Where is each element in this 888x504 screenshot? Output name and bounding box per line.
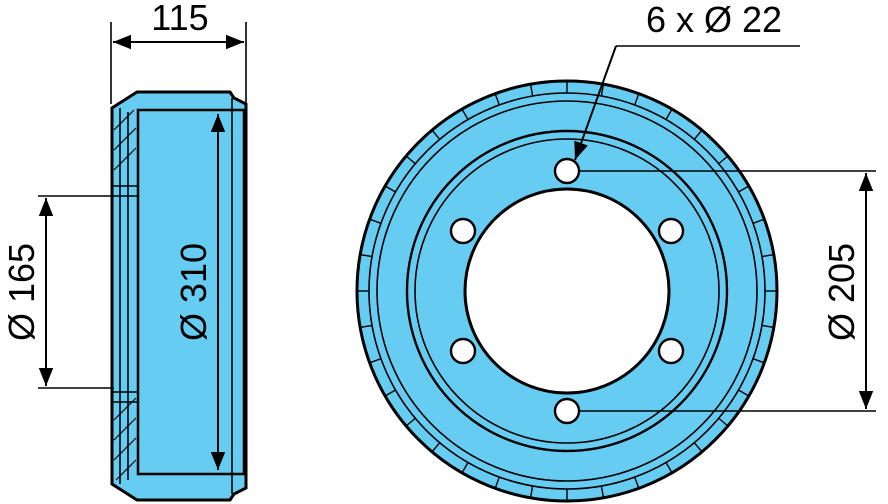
rim-notch [600, 84, 605, 97]
center-bore [463, 187, 671, 395]
braking-surface-ring [405, 129, 729, 453]
dim-width-label: 115 [151, 0, 208, 38]
bolt-hole [657, 337, 685, 365]
dim-bolt-circle-label: Ø 205 [821, 243, 862, 341]
rim-notch [529, 84, 534, 97]
rim-notch [718, 155, 729, 165]
drum-inner-cavity [136, 108, 246, 476]
dim-hub-diameter-label: Ø 165 [1, 243, 42, 341]
rim-notch [405, 417, 416, 427]
rim-notch [384, 389, 396, 397]
dim-bolt-holes-label: 6 x Ø 22 [646, 0, 782, 40]
rim-notch [529, 485, 534, 498]
rim-notch [494, 476, 500, 489]
rim-notch [461, 108, 469, 120]
rim-notch [461, 462, 469, 474]
rim-notch [761, 253, 774, 258]
dim-drum-diameter-label: Ø 310 [173, 243, 214, 341]
rim-notch [634, 93, 640, 106]
rim-notch [665, 462, 673, 474]
rim-notch [693, 442, 703, 453]
rim-notch [752, 358, 765, 364]
rim-notch [693, 129, 703, 140]
rim-notch [738, 185, 750, 193]
bolt-hole [449, 337, 477, 365]
rim-notch [738, 389, 750, 397]
rim-notches [357, 81, 777, 501]
rim-notch [665, 108, 673, 120]
rim-notch [360, 324, 373, 329]
rim-notch [360, 253, 373, 258]
rim-notch [369, 218, 382, 224]
front-view: 6 x Ø 22 Ø 205 [355, 0, 876, 503]
rim-notch [494, 93, 500, 106]
side-section-view: 115 Ø 310 Ø 165 [1, 0, 248, 502]
rim-notch [600, 485, 605, 498]
rim-notch [761, 324, 774, 329]
bolt-hole [449, 217, 477, 245]
rim-notch [369, 358, 382, 364]
rim-notch [718, 417, 729, 427]
rim-notch [431, 129, 441, 140]
rim-notch [384, 185, 396, 193]
rim-notch [405, 155, 416, 165]
rim-notch [634, 476, 640, 489]
bolt-hole [657, 217, 685, 245]
bolt-hole [553, 397, 581, 425]
rim-notch [431, 442, 441, 453]
rim-notch [752, 218, 765, 224]
bolt-hole [553, 157, 581, 185]
